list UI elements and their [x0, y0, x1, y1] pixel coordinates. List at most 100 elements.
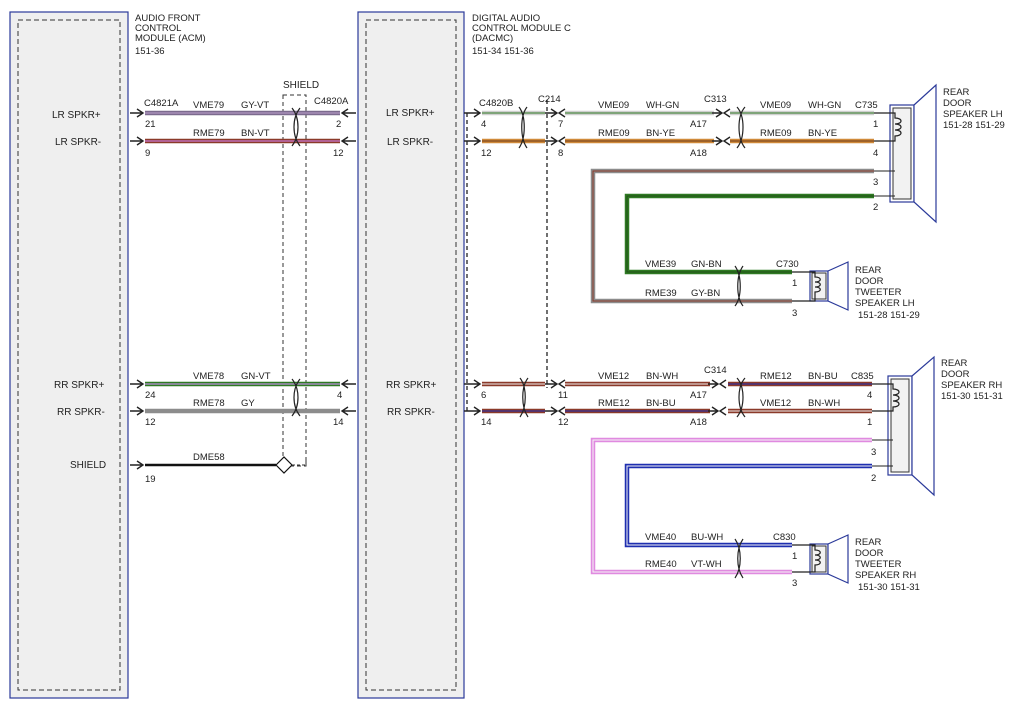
svg-text:REAR: REAR [855, 265, 882, 276]
speaker-door-lh-label: REAR DOOR SPEAKER LH 151-28 151-29 [943, 87, 1005, 131]
inline-pin: A18 [690, 148, 707, 159]
connector-c313-label: C313 [704, 94, 727, 105]
speaker-pin: 2 [871, 473, 876, 484]
svg-text:DOOR: DOOR [941, 369, 970, 380]
speaker-door-lh [874, 83, 937, 224]
dacmc-title: DIGITAL AUDIO CONTROL MODULE C (DACMC) 1… [472, 13, 571, 57]
wire-label: GY-VT [241, 100, 269, 111]
connector-c214-lr [518, 106, 566, 149]
wire-label: RME12 [760, 371, 792, 382]
connector-c313 [712, 106, 746, 149]
svg-text:CONTROL: CONTROL [135, 23, 181, 34]
acm-arrows [130, 108, 145, 470]
wire-label: VME12 [760, 398, 791, 409]
wire-label: VME12 [598, 371, 629, 382]
dacmc-pin: 12 [333, 148, 344, 159]
shield-label: SHIELD [283, 80, 319, 91]
connector-c735: C735 [855, 100, 878, 111]
svg-text:151-30 151-31: 151-30 151-31 [941, 391, 1003, 402]
wire-label: BN-BU [808, 371, 838, 382]
speaker-door-rh-label: REAR DOOR SPEAKER RH 151-30 151-31 [941, 358, 1003, 402]
twist-marker [734, 538, 744, 579]
inline-pin: 12 [558, 417, 569, 428]
svg-text:REAR: REAR [943, 87, 970, 98]
dacmc-pin: 14 [481, 417, 492, 428]
wire-label: VME40 [645, 532, 676, 543]
inline-pin: A18 [690, 417, 707, 428]
wire-label: VME09 [760, 100, 791, 111]
wire-tweeter-lh-pos [624, 193, 874, 275]
svg-text:151-28 151-29: 151-28 151-29 [943, 120, 1005, 131]
speaker-tweeter-rh-label: REAR DOOR TWEETER SPEAKER RH 151-30 151-… [855, 537, 920, 593]
speaker-pin: 4 [867, 390, 872, 401]
speaker-pin: 2 [873, 202, 878, 213]
acm-rr-neg-label: RR SPKR- [57, 407, 105, 418]
connector-c4820a: C4820A [314, 96, 349, 107]
svg-text:DIGITAL AUDIO: DIGITAL AUDIO [472, 13, 540, 24]
speaker-door-rh [872, 355, 935, 497]
speaker-pin: 1 [792, 551, 797, 562]
acm-pin-21: 21 [145, 119, 156, 130]
wire-label: RME79 [193, 128, 225, 139]
svg-text:AUDIO FRONT: AUDIO FRONT [135, 13, 201, 24]
wire-tweeter-rh-pos [624, 463, 872, 548]
wire-label: GN-VT [241, 371, 271, 382]
svg-text:TWEETER: TWEETER [855, 287, 902, 298]
wire-label: DME58 [193, 452, 225, 463]
svg-text:SPEAKER LH: SPEAKER LH [943, 109, 1003, 120]
wire-label: RME12 [598, 398, 630, 409]
wire-label: VT-WH [691, 559, 722, 570]
svg-text:DOOR: DOOR [855, 548, 884, 559]
acm-pin-9: 9 [145, 148, 150, 159]
dacmc-pin: 12 [481, 148, 492, 159]
dacmc-rr-neg-label: RR SPKR- [387, 407, 435, 418]
dacmc-left-arrows [340, 108, 356, 416]
speaker-pin: 3 [792, 578, 797, 589]
svg-text:151-34 151-36: 151-34 151-36 [472, 46, 534, 57]
connector-c4820b: C4820B [479, 98, 513, 109]
inline-pin: A17 [690, 119, 707, 130]
wire-label: BN-YE [808, 128, 837, 139]
wire-label: RME09 [598, 128, 630, 139]
inline-pin: A17 [690, 390, 707, 401]
speaker-pin: 1 [873, 119, 878, 130]
dacmc-pin: 4 [337, 390, 342, 401]
svg-text:TWEETER: TWEETER [855, 559, 902, 570]
svg-text:REAR: REAR [855, 537, 882, 548]
wire-label: BN-VT [241, 128, 270, 139]
svg-text:DOOR: DOOR [855, 276, 884, 287]
dacmc-module [357, 11, 465, 699]
connector-c214-rr [519, 377, 566, 418]
svg-text:CONTROL MODULE C: CONTROL MODULE C [472, 23, 571, 34]
svg-text:151-28 151-29: 151-28 151-29 [858, 310, 920, 321]
svg-text:SPEAKER RH: SPEAKER RH [855, 570, 916, 581]
wire-label: WH-GN [808, 100, 841, 111]
connector-c314-label: C314 [704, 365, 727, 376]
wire-label: VME79 [193, 100, 224, 111]
wire-label: BN-WH [808, 398, 840, 409]
wire-label: BN-WH [646, 371, 678, 382]
inline-pin: 8 [558, 148, 563, 159]
speaker-pin: 3 [873, 177, 878, 188]
speaker-pin: 1 [867, 417, 872, 428]
wire-label: BU-WH [691, 532, 723, 543]
wire-label: GY [241, 398, 255, 409]
dacmc-pin: 6 [481, 390, 486, 401]
wire-label: RME09 [760, 128, 792, 139]
dacmc-lr-neg-label: LR SPKR- [387, 137, 433, 148]
wire-tweeter-rh-neg [590, 437, 872, 575]
connector-c4821a: C4821A [144, 98, 179, 109]
wire-label: BN-YE [646, 128, 675, 139]
twist-marker [734, 265, 744, 307]
wire-label: GN-BN [691, 259, 722, 270]
dacmc-lr-pos-label: LR SPKR+ [386, 108, 435, 119]
speaker-pin: 3 [792, 308, 797, 319]
svg-text:DOOR: DOOR [943, 98, 972, 109]
wire-tweeter-lh-neg [590, 168, 874, 304]
speaker-tweeter-rh [792, 534, 849, 584]
svg-text:(DACMC): (DACMC) [472, 33, 513, 44]
svg-text:151-36: 151-36 [135, 46, 165, 57]
connector-c314 [708, 377, 746, 418]
svg-text:SPEAKER RH: SPEAKER RH [941, 380, 1002, 391]
